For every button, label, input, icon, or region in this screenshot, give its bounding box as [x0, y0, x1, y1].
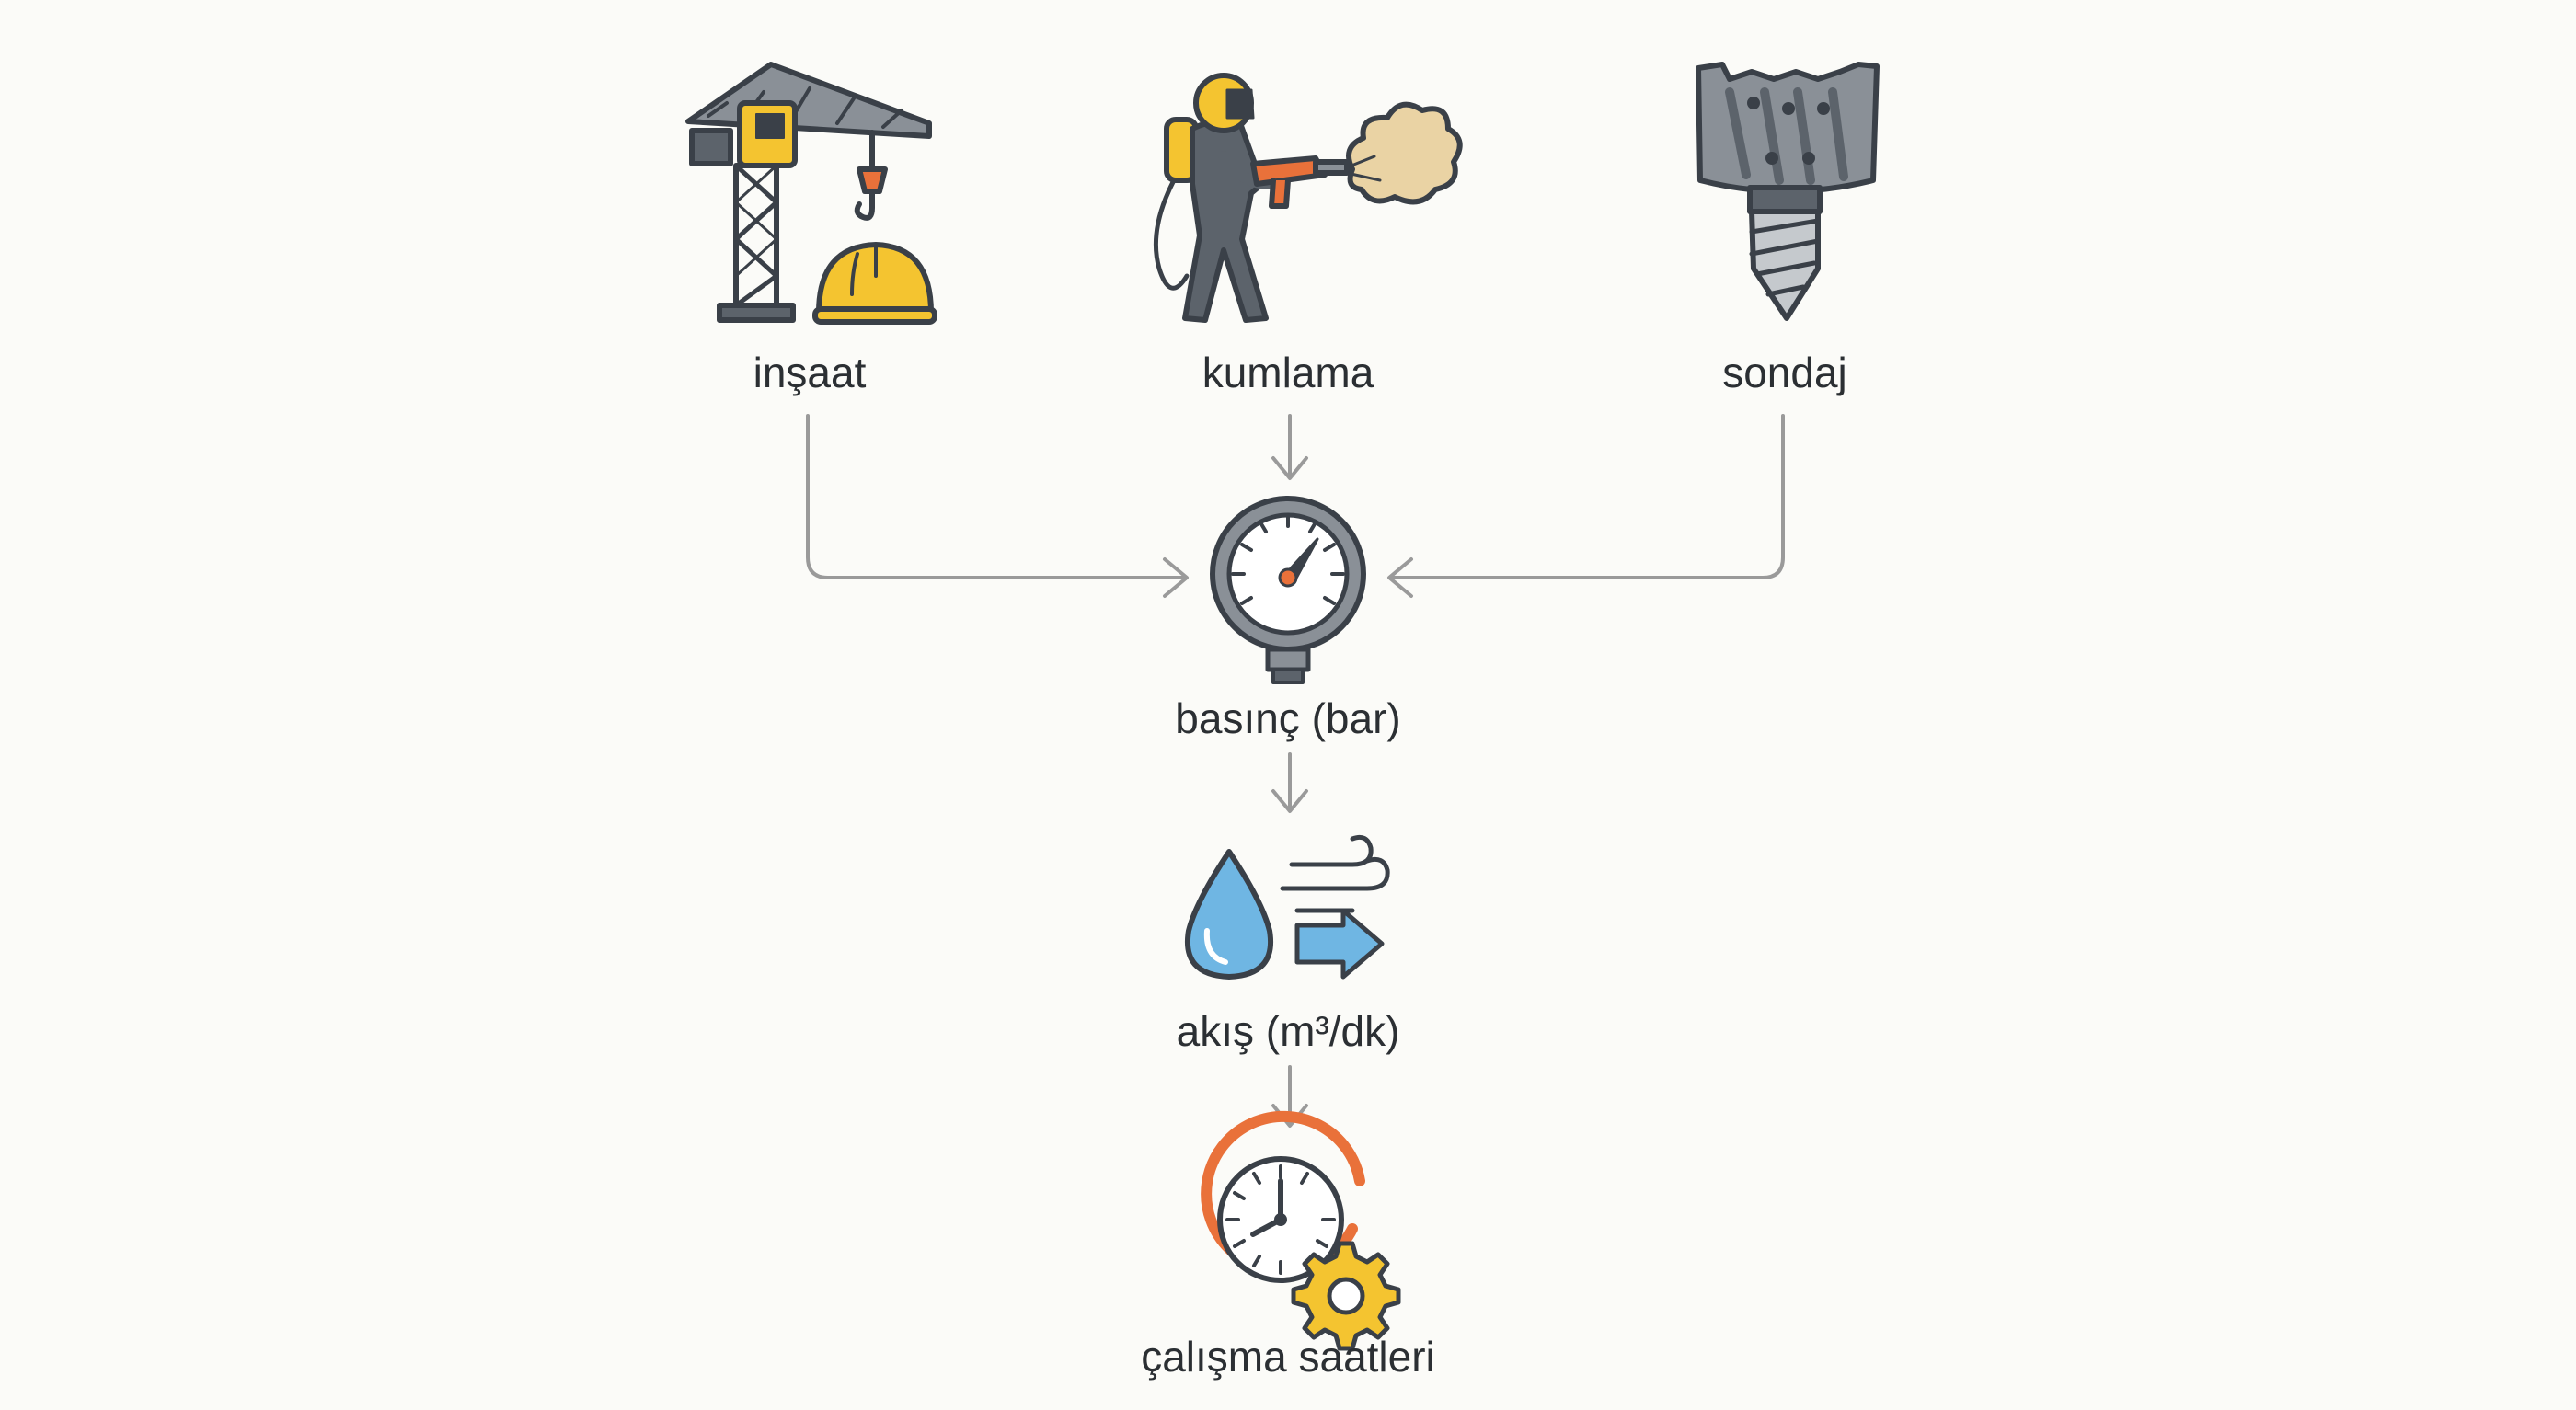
- node-label-basinc: basınç (bar): [1175, 694, 1401, 742]
- connectors: [806, 414, 1785, 1128]
- edge-kumlama-basinc: [1271, 414, 1308, 480]
- node-label-calisma: çalışma saatleri: [1141, 1333, 1435, 1381]
- gear-icon: [1291, 1241, 1401, 1351]
- node-label-sondaj: sondaj: [1722, 349, 1847, 396]
- sandblaster-worker-icon: [1153, 73, 1463, 323]
- edge-basinc-akis: [1271, 752, 1308, 813]
- drill-bit-icon: [1696, 62, 1880, 321]
- crane-hardhat-icon: [685, 62, 937, 325]
- node-label-akis: akış (m³/dk): [1176, 1007, 1400, 1055]
- node-label-kumlama: kumlama: [1202, 349, 1374, 396]
- edge-sondaj-basinc: [1387, 414, 1785, 598]
- clock-gear-icon: [1201, 1110, 1401, 1351]
- water-flow-icon: [1185, 834, 1390, 980]
- node-label-insaat: inşaat: [753, 349, 867, 396]
- edge-insaat-basinc: [806, 414, 1189, 598]
- pressure-gauge-icon: [1210, 496, 1366, 684]
